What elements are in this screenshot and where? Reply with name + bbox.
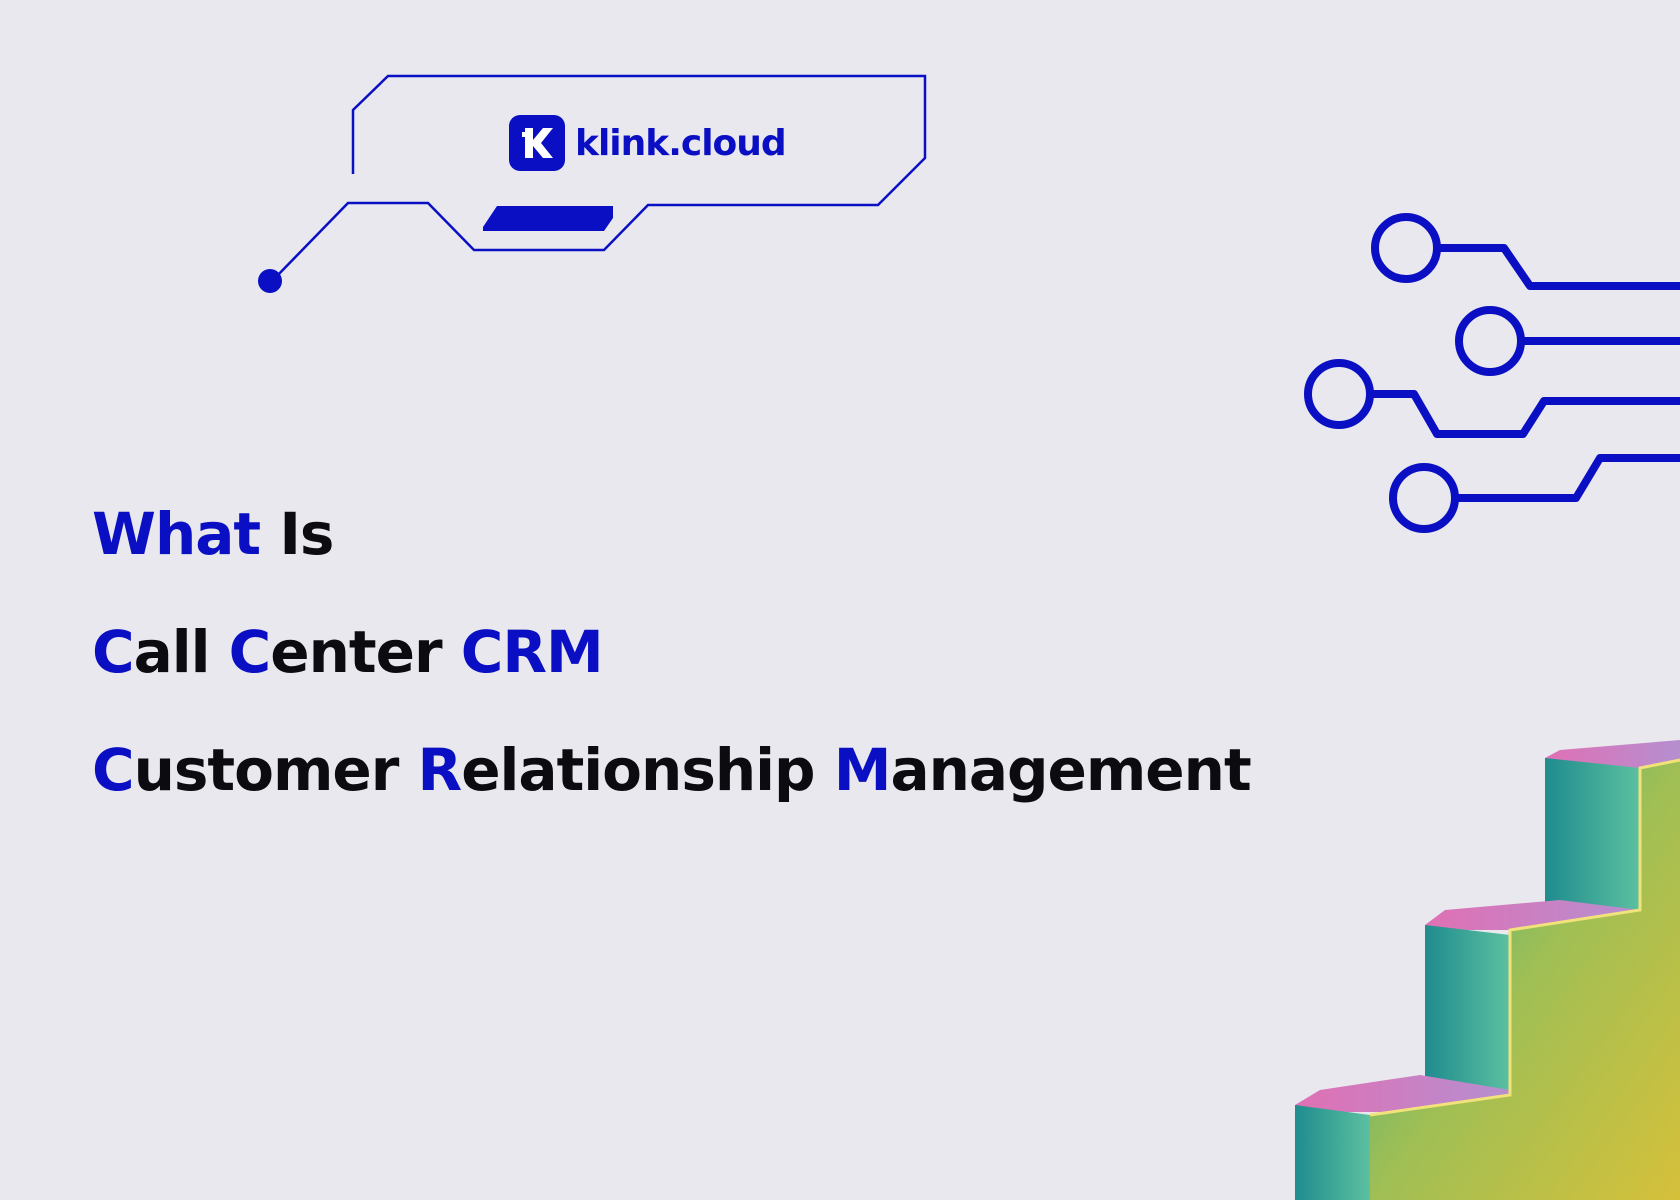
headline-word: enter bbox=[270, 618, 461, 686]
headline-line-1: What Is bbox=[92, 505, 334, 563]
k-logo-icon bbox=[509, 115, 565, 171]
headline-word: C bbox=[92, 736, 135, 804]
headline-word: R bbox=[417, 736, 463, 804]
headline-word: CRM bbox=[460, 618, 604, 686]
headline-word: M bbox=[833, 736, 892, 804]
headline-line-2: Call Center CRM bbox=[92, 623, 604, 681]
headline-word: all bbox=[133, 618, 229, 686]
headline-word: What bbox=[92, 500, 261, 568]
headline-word: C bbox=[92, 618, 135, 686]
headline-word: anagement bbox=[890, 736, 1251, 804]
headline-line-3: Customer Relationship Management bbox=[92, 741, 1252, 799]
brand-logo: klink.cloud bbox=[509, 114, 787, 172]
headline-word: Is bbox=[279, 500, 334, 568]
headline-word: elationship bbox=[461, 736, 834, 804]
headline-word: C bbox=[228, 618, 272, 686]
brand-name: klink.cloud bbox=[575, 122, 787, 164]
headline-word: ustomer bbox=[133, 736, 418, 804]
